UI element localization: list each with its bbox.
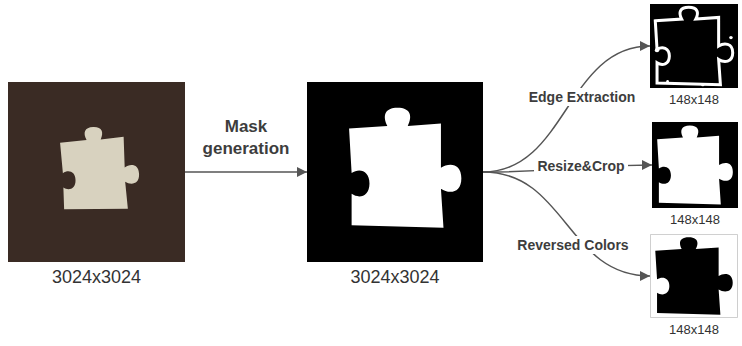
mask-ground — [307, 82, 483, 262]
step-label: Resize&Crop — [534, 157, 627, 175]
size-label: 148x148 — [650, 322, 738, 338]
step-label: Reversed Colors — [514, 236, 631, 254]
image-illustration — [8, 82, 185, 262]
image-illustration — [650, 4, 738, 88]
image-illustration — [307, 82, 483, 262]
step-label: Mask generation — [187, 116, 305, 160]
image-panel: 148x148 — [650, 234, 738, 318]
step-label-holder: Reversed Colors — [514, 236, 631, 254]
size-label: 3024x3024 — [307, 266, 483, 288]
step-label-holder: Mask generation — [187, 116, 305, 160]
image-panel: 148x148 — [652, 122, 738, 208]
edge-ground — [650, 4, 738, 88]
image-panel: 3024x3024 — [307, 82, 483, 262]
size-label: 148x148 — [650, 92, 738, 108]
step-label: Edge Extraction — [526, 88, 639, 106]
edge-speck — [729, 36, 733, 39]
image-panel: 148x148 — [650, 4, 738, 88]
edge-speck — [701, 83, 705, 86]
edge-speck — [666, 80, 669, 83]
puzzle-piece — [60, 126, 141, 212]
photo-ground — [8, 82, 185, 262]
puzzle-mask — [349, 108, 461, 228]
puzzle-mask — [657, 125, 733, 204]
image-panel: 3024x3024 — [8, 82, 185, 262]
size-label: 148x148 — [652, 212, 738, 228]
image-illustration — [650, 234, 738, 318]
flow-arrow — [185, 171, 307, 173]
image-illustration — [652, 122, 738, 208]
crop-ground — [652, 122, 738, 208]
size-label: 3024x3024 — [8, 266, 185, 288]
flow-arrow — [483, 46, 650, 172]
step-label-holder: Edge Extraction — [526, 88, 639, 106]
puzzle-edge — [655, 7, 732, 84]
edge-speck — [655, 48, 659, 52]
reversed-ground — [650, 234, 737, 317]
step-label-holder: Resize&Crop — [534, 157, 627, 175]
flow-arrow — [483, 172, 650, 276]
puzzle-reversed — [655, 237, 732, 314]
